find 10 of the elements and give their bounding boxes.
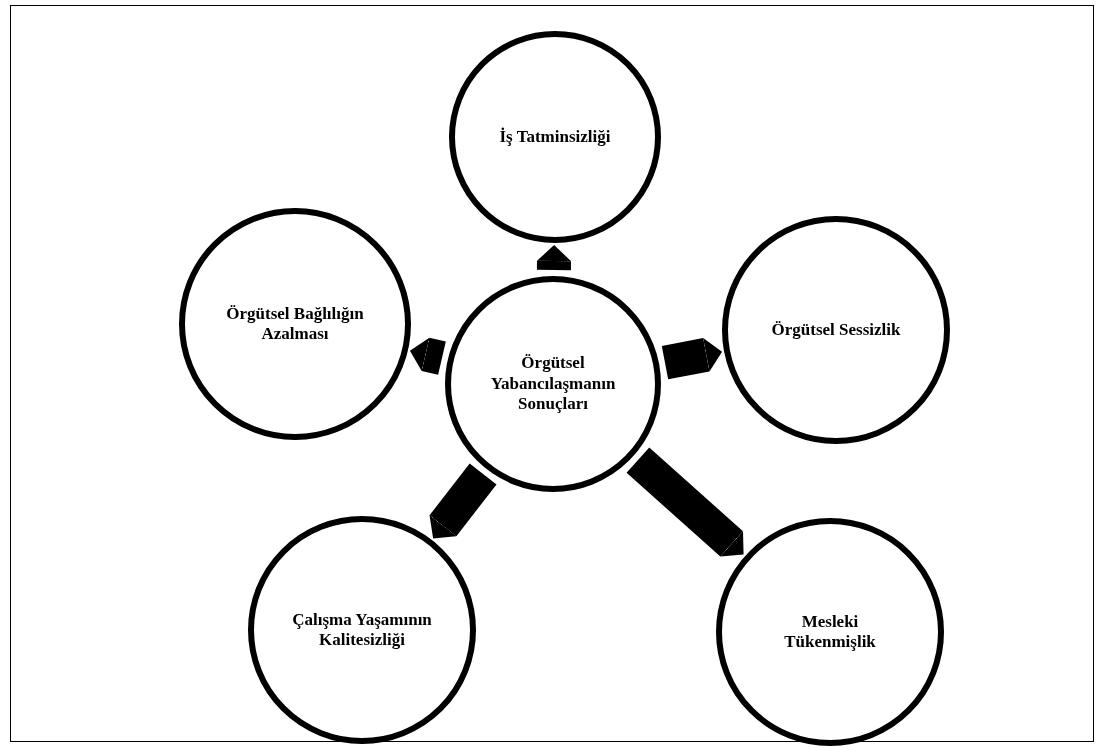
node-label: İş Tatminsizliği — [499, 126, 611, 148]
node-label: Mesleki Tükenmişlik — [783, 611, 877, 653]
node-label: Örgütsel Yabancılaşmanın Sonuçları — [489, 353, 617, 415]
block-arrow — [661, 338, 723, 380]
node-label: Çalışma Yaşamının Kalitesizliği — [291, 609, 433, 651]
block-arrow — [626, 447, 744, 557]
block-arrow — [536, 245, 571, 271]
block-arrow — [429, 463, 497, 539]
node-label: Örgütsel Sessizlik — [771, 319, 901, 341]
node-label: Örgütsel Bağlılığın Azalması — [225, 303, 365, 345]
